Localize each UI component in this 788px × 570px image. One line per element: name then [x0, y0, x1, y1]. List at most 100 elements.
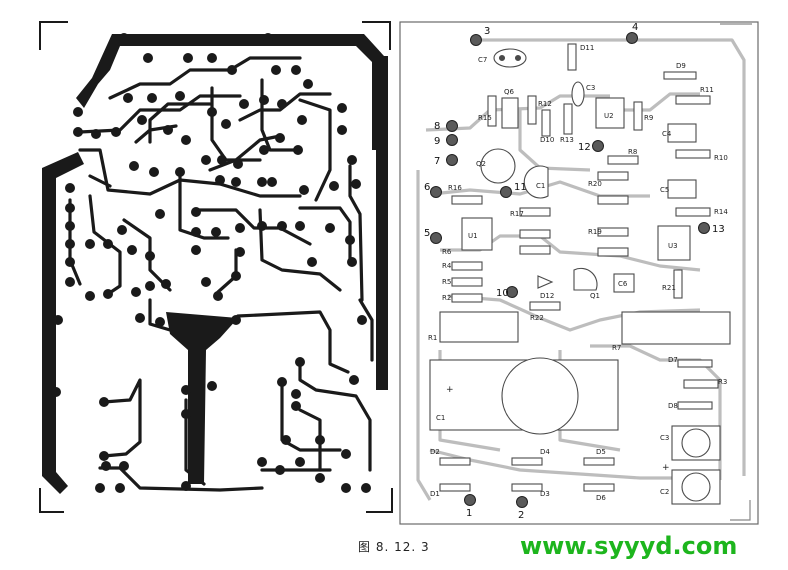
label-r8: R8: [628, 148, 637, 156]
label-d5: D5: [596, 448, 606, 456]
terminal-4: [626, 32, 638, 44]
terminal-9: [446, 134, 458, 146]
component-r13: [563, 103, 573, 135]
label-u3: U3: [668, 242, 678, 250]
label-r1: R1: [428, 334, 437, 342]
label-d6: D6: [596, 494, 606, 502]
component-d9: [663, 71, 697, 80]
component-r-row-b: [519, 245, 551, 255]
component-c1-small: [523, 165, 549, 199]
terminal-label: 11: [514, 182, 527, 193]
component-d7: [677, 359, 713, 368]
terminal-label: 6: [424, 182, 430, 193]
terminal-pads: [430, 32, 710, 508]
component-d4: [511, 457, 543, 466]
plus-mark: +: [662, 463, 670, 473]
label-r6: R6: [442, 248, 452, 256]
component-r3: [683, 379, 719, 389]
component-side-layout: 3 4 8 9 7 6 5 12 11 13 10 1 2 C7 D11 D9 …: [399, 21, 759, 525]
component-r-row-a: [519, 229, 551, 239]
component-u1: [461, 217, 493, 251]
component-r8: [607, 155, 639, 165]
component-r17: [519, 207, 551, 217]
label-r14: R14: [714, 208, 728, 216]
label-r11: R11: [700, 86, 714, 94]
label-r4: R4: [442, 262, 452, 270]
label-r9: R9: [644, 114, 653, 122]
component-d12: [537, 275, 554, 289]
component-d11: [567, 43, 577, 71]
component-r20: [597, 171, 629, 181]
label-r5: R5: [442, 278, 451, 286]
crop-marks-right: [720, 23, 752, 521]
component-d1: [439, 483, 471, 492]
label-c4: C4: [662, 130, 672, 138]
label-r17: R17: [510, 210, 524, 218]
component-c1-body: [501, 357, 579, 435]
label-c6: C6: [618, 280, 628, 288]
label-r13: R13: [560, 136, 574, 144]
component-r1: [439, 311, 519, 343]
copper-side-layout: [39, 21, 393, 513]
component-r7: [621, 311, 731, 345]
figure-caption: 图 8. 12. 3: [358, 540, 430, 554]
label-d4: D4: [540, 448, 550, 456]
component-r19: [597, 227, 629, 237]
label-d3: D3: [540, 490, 550, 498]
component-r15: [487, 95, 497, 127]
label-q1: Q1: [590, 292, 600, 300]
label-c5: C5: [660, 186, 669, 194]
terminal-label: 7: [434, 156, 440, 167]
terminal-label: 2: [518, 510, 524, 521]
terminal-5: [430, 232, 442, 244]
terminal-10: [506, 286, 518, 298]
component-r5: [451, 277, 483, 287]
site-watermark: www.syyyd.com: [520, 532, 738, 560]
component-d2: [439, 457, 471, 466]
component-c4: [667, 123, 697, 143]
terminal-3: [470, 34, 482, 46]
terminal-labels: 3 4 8 9 7 6 5 12 11 13 10 1 2: [424, 22, 725, 521]
component-d3: [511, 483, 543, 492]
terminal-8: [446, 120, 458, 132]
component-d8: [677, 401, 713, 410]
component-c5: [667, 179, 697, 199]
label-r10: R10: [714, 154, 728, 162]
label-c1-small: C1: [536, 182, 545, 190]
label-c3-small: C3: [586, 84, 595, 92]
component-r18: [597, 195, 629, 205]
terminal-label: 5: [424, 228, 430, 239]
terminal-2: [516, 496, 528, 508]
terminal-6: [430, 186, 442, 198]
label-c1-big: C1: [436, 414, 445, 422]
component-d10: [541, 109, 551, 137]
polarity-marks: + +: [446, 385, 670, 473]
component-c7: [493, 48, 527, 68]
component-r9: [633, 101, 643, 131]
label-d7: D7: [668, 356, 678, 364]
terminal-label: 8: [434, 121, 440, 132]
terminal-label: 3: [484, 26, 490, 37]
copper-traces: [68, 56, 374, 492]
component-r21: [673, 269, 683, 299]
label-d1: D1: [430, 490, 440, 498]
crop-marks: [39, 21, 393, 513]
label-d2: D2: [430, 448, 440, 456]
label-r7: R7: [612, 344, 621, 352]
terminal-label: 13: [712, 224, 725, 235]
label-q6: Q6: [504, 88, 515, 96]
component-r-row-c: [597, 247, 629, 257]
component-u2: [595, 97, 625, 129]
terminal-11: [500, 186, 512, 198]
component-r16: [451, 195, 483, 205]
component-r12: [527, 95, 537, 125]
label-d11: D11: [580, 44, 594, 52]
component-silkscreen: [429, 43, 731, 505]
plus-mark: +: [446, 385, 454, 395]
label-d8: D8: [668, 402, 678, 410]
label-d12: D12: [540, 292, 554, 300]
label-r15: R15: [478, 114, 492, 122]
component-u3: [657, 225, 691, 261]
label-c3: C3: [660, 434, 669, 442]
